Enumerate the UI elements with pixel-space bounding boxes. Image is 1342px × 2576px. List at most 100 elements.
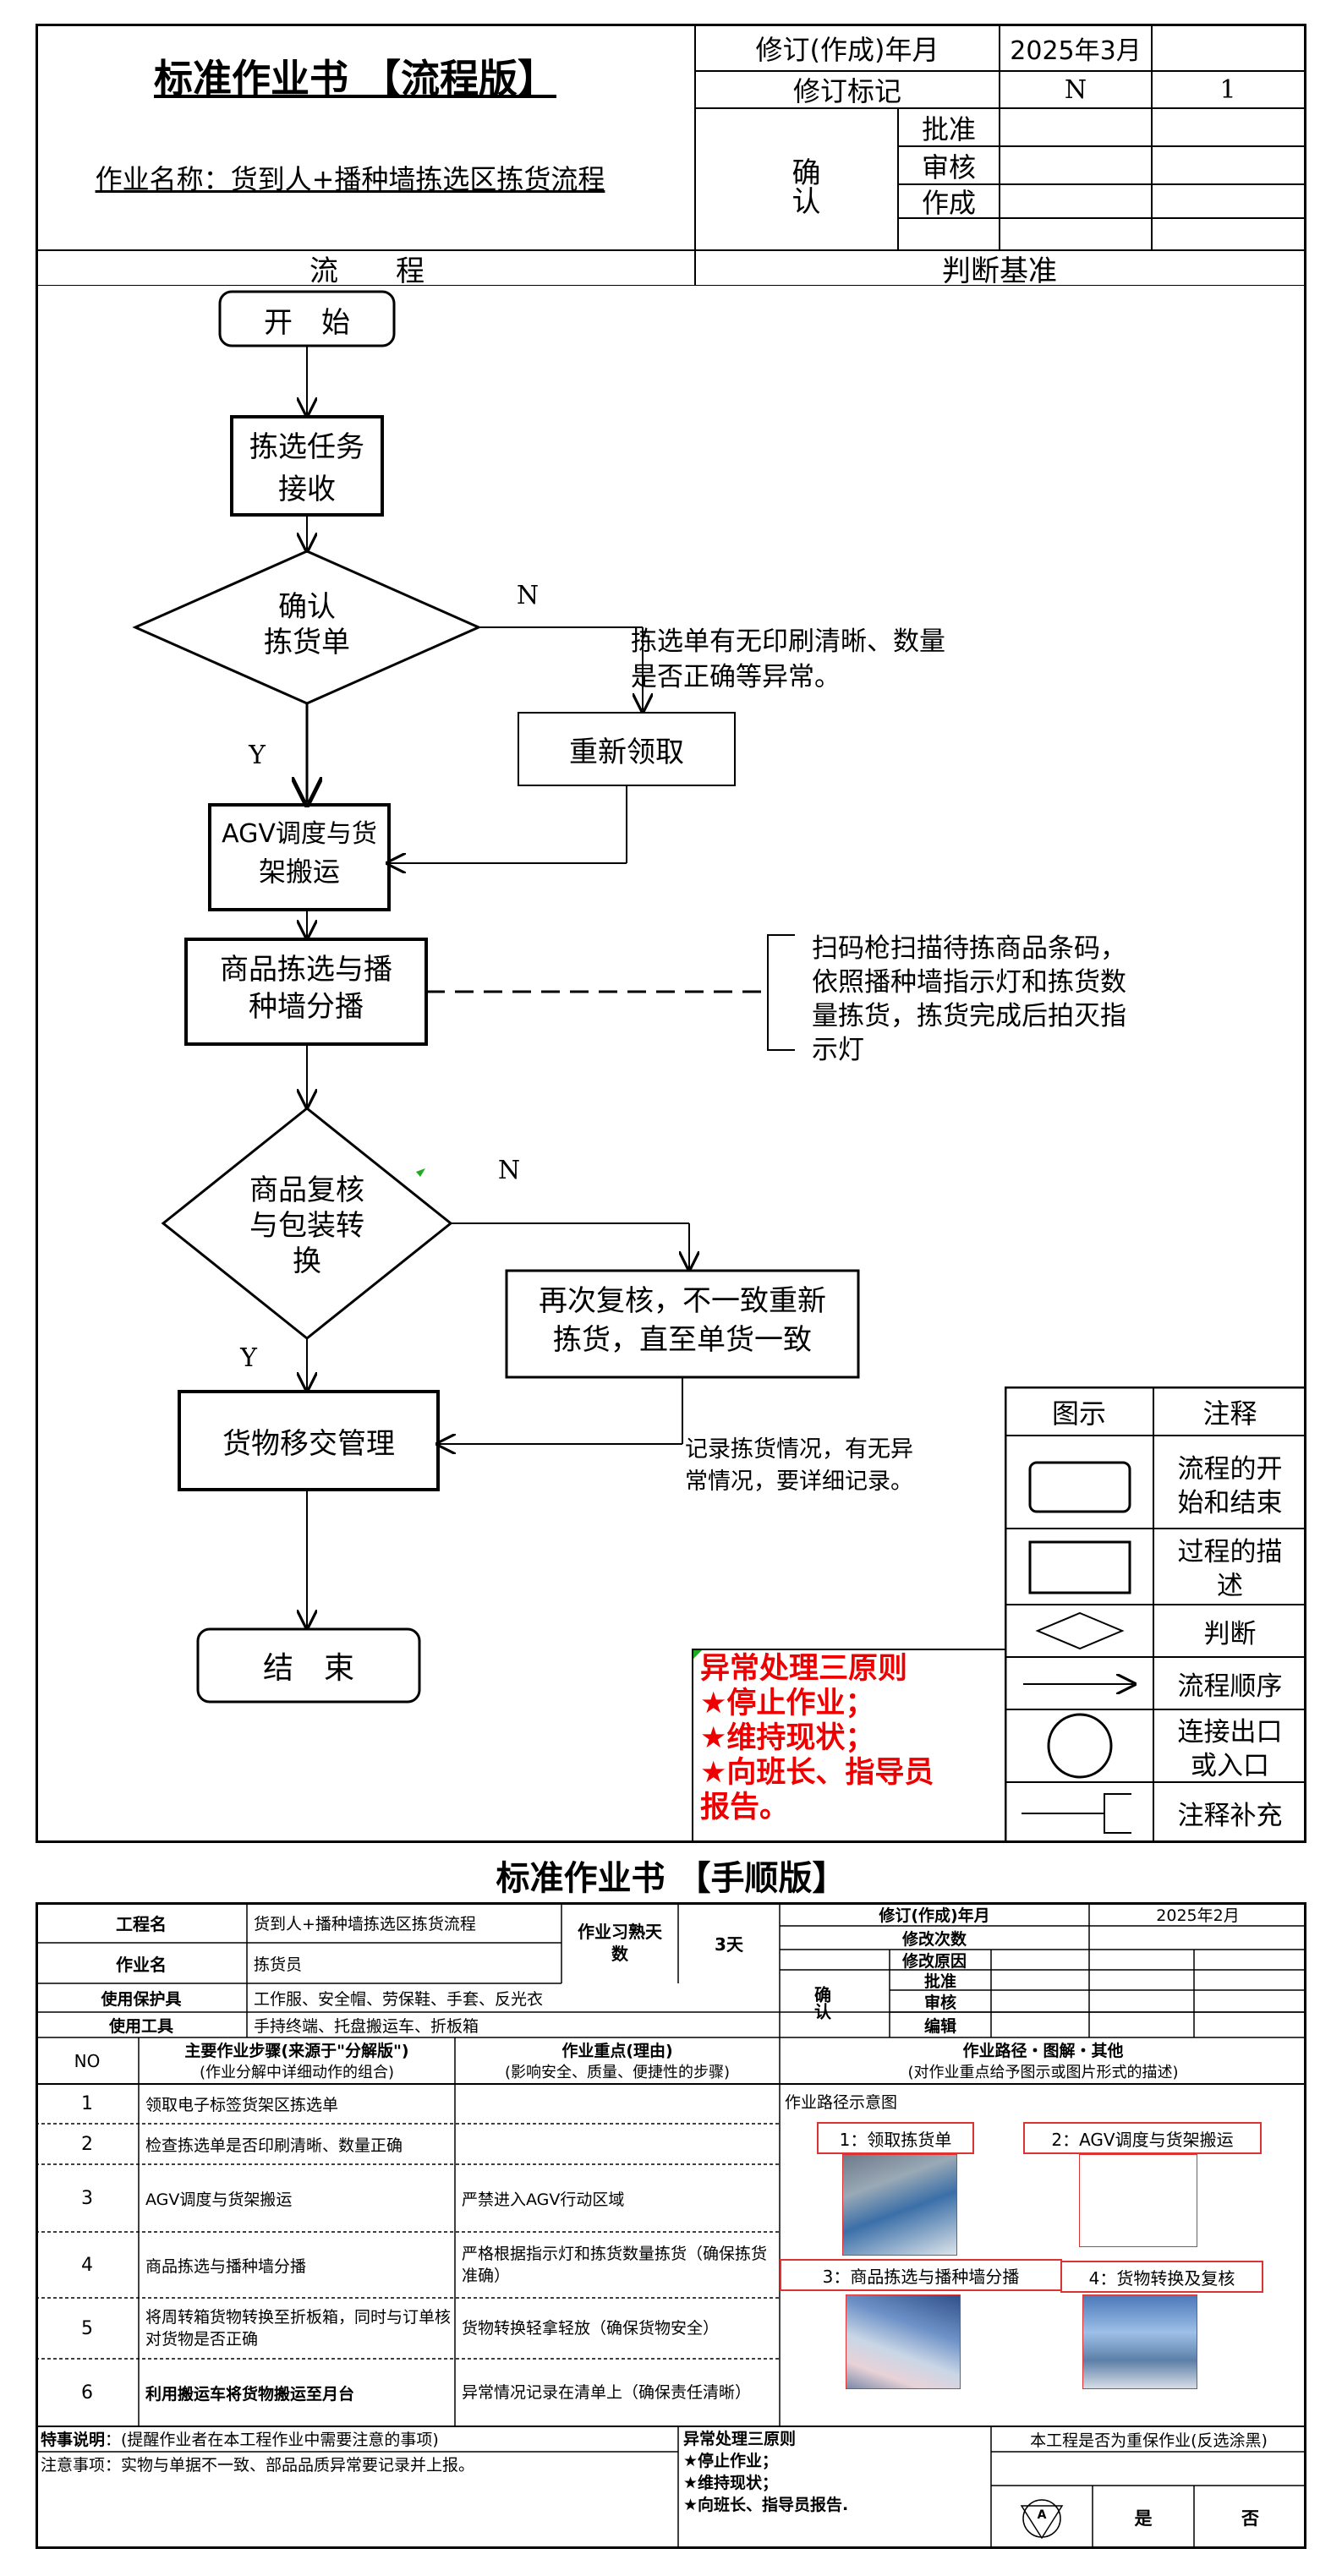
col-steps-sub: (作业分解中详细动作的组合) xyxy=(199,2064,395,2081)
row6-key: 异常情况记录在清单上（确保责任清晰） xyxy=(462,2383,752,2402)
col-no: NO xyxy=(74,2050,101,2071)
legend-row5a: 连接出口 xyxy=(1177,1716,1283,1747)
photo-1 xyxy=(842,2154,957,2256)
tool-value: 手持终端、托盘搬运车、折板箱 xyxy=(254,2016,479,2036)
process-label: 工程名 xyxy=(116,1913,167,1934)
note2-line2: 依照播种墙指示灯和拣货数 xyxy=(812,966,1126,998)
col-path: 作业路径・图解・其他 xyxy=(962,2041,1124,2060)
abnormal-line2: ★停止作业； xyxy=(700,1687,875,1720)
step3-line1: 商品拣选与播 xyxy=(220,952,392,987)
photo-label-3: 3：商品拣选与播种墙分播 xyxy=(780,2259,1062,2291)
step-handover xyxy=(178,1390,440,1491)
special-note: 特事说明：(提醒作业者在本工程作业中需要注意的事项) xyxy=(41,2428,666,2452)
abnormal-text: 异常处理三原则 ★停止作业； ★维持现状； ★向班长、指导员 报告。 xyxy=(700,1652,1005,1825)
revision-mark-label: 修订标记 xyxy=(792,75,901,107)
legend-row3: 判断 xyxy=(1203,1618,1257,1649)
ppe-value: 工作服、安全帽、劳保鞋、手套、反光衣 xyxy=(254,1989,544,2009)
path-title: 作业路径示意图 xyxy=(785,2092,898,2112)
y2-label: Y xyxy=(240,1343,257,1373)
flow-sheet-title: 标准作业书 【流程版】 xyxy=(153,56,556,101)
step1-line1: 拣选任务 xyxy=(249,429,364,464)
photo-2-placeholder xyxy=(1079,2154,1197,2247)
photo-label-1: 1：领取拣货单 xyxy=(817,2122,974,2154)
photo-4 xyxy=(1082,2294,1197,2389)
recheck-line2: 拣货，直至单货一致 xyxy=(553,1322,812,1357)
note1-line1: 拣选单有无印刷清晰、数量 xyxy=(631,626,945,657)
confirm-label: 确认 xyxy=(786,157,820,215)
col-key: 作业重点(理由) xyxy=(561,2041,673,2060)
special-desc: ：(提醒作业者在本工程作业中需要注意的事项) xyxy=(105,2431,439,2449)
note2-line3: 量拣货，拣货完成后拍灭指 xyxy=(812,1000,1126,1031)
review-label-2: 审核 xyxy=(923,1993,956,2012)
legend-row6: 注释补充 xyxy=(1177,1800,1283,1831)
revision-label: 修订(作成)年月 xyxy=(755,34,939,66)
abnormal-line5: 报告。 xyxy=(700,1791,790,1824)
step4-text: 货物移交管理 xyxy=(222,1426,395,1461)
photo-label-4: 4：货物转换及复核 xyxy=(1060,2261,1263,2293)
abn-line3: ★向班长、指导员报告. xyxy=(683,2496,849,2514)
recheck-line1: 再次复核，不一致重新 xyxy=(539,1283,826,1318)
row5-step: 将周转箱货物转换至折板箱，同时与订单核对货物是否正确 xyxy=(145,2308,452,2349)
rev-value: 2025年2月 xyxy=(1156,1906,1240,1925)
create-label: 作成 xyxy=(921,187,976,219)
row3-no: 3 xyxy=(81,2187,93,2209)
no-option[interactable]: 否 xyxy=(1241,2508,1259,2529)
note-bracket xyxy=(767,934,795,1051)
row1-no: 1 xyxy=(81,2093,93,2114)
legend-row2a: 过程的描 xyxy=(1177,1536,1283,1567)
step2-line2: 架搬运 xyxy=(258,856,340,888)
abn-line2: ★维持现状； xyxy=(683,2474,779,2492)
photo-label-2: 2：AGV调度与货架搬运 xyxy=(1023,2122,1262,2154)
yes-option[interactable]: 是 xyxy=(1134,2508,1153,2529)
reget-text: 重新领取 xyxy=(569,735,684,769)
row2-key xyxy=(455,2124,780,2164)
legend-row1a: 流程的开 xyxy=(1177,1453,1283,1485)
key-question: 本工程是否为重保作业(反选涂黑) xyxy=(1030,2431,1268,2450)
decision2-line3: 换 xyxy=(293,1244,321,1278)
note1-line2: 是否正确等异常。 xyxy=(631,661,841,692)
job-label: 作业名 xyxy=(116,1954,167,1975)
approve-label: 批准 xyxy=(921,112,976,145)
job-name: 作业名称：货到人+播种墙拣选区拣货流程 xyxy=(95,163,605,195)
review-label: 审核 xyxy=(921,150,976,183)
proc-sheet-title: 标准作业书 【手顺版】 xyxy=(496,1858,846,1898)
abnormal-box xyxy=(692,1649,1005,1843)
row1-key xyxy=(455,2084,780,2124)
abnormal-corner-mark xyxy=(693,1650,702,1659)
note3-line1: 记录拣货情况，有无异 xyxy=(685,1436,913,1463)
flow-header-grid xyxy=(36,24,1306,286)
legend-row1b: 始和结束 xyxy=(1177,1487,1283,1518)
revision-mark-value: N xyxy=(1064,74,1087,105)
approve-label-2: 批准 xyxy=(923,1972,956,1991)
row1-step: 领取电子标签货架区拣选单 xyxy=(145,2096,339,2114)
legend-col1: 图示 xyxy=(1051,1397,1106,1430)
legend-annotation-symbol xyxy=(1022,1793,1131,1834)
start-text: 开 始 xyxy=(264,305,350,340)
rev-label: 修订(作成)年月 xyxy=(879,1906,990,1925)
col-flow-header: 流 程 xyxy=(309,254,425,288)
abnormal-line1: 异常处理三原则 xyxy=(700,1652,908,1686)
decision1-line1: 确认 xyxy=(278,589,336,624)
n1-label: N xyxy=(516,580,540,610)
col-path-sub: (对作业重点给予图示或图片形式的描述) xyxy=(907,2064,1179,2081)
key-symbol-letter: A xyxy=(1037,2508,1047,2522)
row3-key: 严禁进入AGV行动区域 xyxy=(462,2190,625,2209)
decision2-line2: 与包装转 xyxy=(249,1208,364,1243)
step2-line1: AGV调度与货 xyxy=(222,819,377,849)
decision2-line1: 商品复核 xyxy=(249,1173,364,1207)
legend-row4: 流程顺序 xyxy=(1177,1671,1283,1702)
note2-line1: 扫码枪扫描待拣商品条码， xyxy=(812,933,1126,964)
revision-mark-no: 1 xyxy=(1219,74,1236,105)
end-text: 结 束 xyxy=(262,1651,354,1686)
process-value: 货到人+播种墙拣选区拣货流程 xyxy=(254,1914,476,1933)
legend-row5b: 或入口 xyxy=(1191,1750,1269,1781)
legend-row2b: 述 xyxy=(1217,1570,1243,1601)
row2-step: 检查拣选单是否印刷清晰、数量正确 xyxy=(145,2136,403,2155)
legend-decision-symbol xyxy=(1035,1611,1125,1650)
step1-line2: 接收 xyxy=(278,472,336,506)
row4-key: 严格根据指示灯和拣货数量拣货（确保拣货准确） xyxy=(462,2245,768,2285)
row4-no: 4 xyxy=(81,2254,93,2276)
abnormal-line4: ★向班长、指导员 xyxy=(700,1756,934,1790)
tool-label: 使用工具 xyxy=(108,2016,173,2036)
notice: 注意事项：实物与单据不一致、部品品质异常要记录并上报。 xyxy=(41,2456,475,2475)
